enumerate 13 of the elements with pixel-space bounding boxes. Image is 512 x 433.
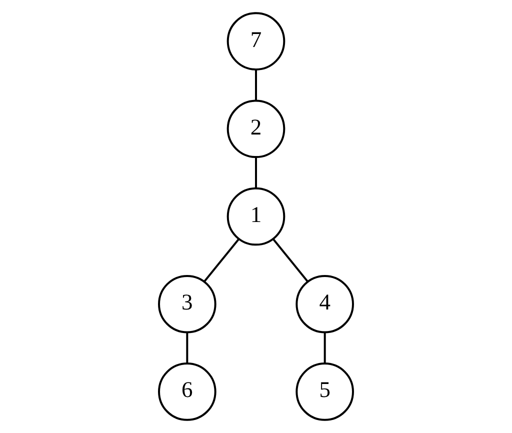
node-circle: 4 bbox=[296, 274, 354, 334]
connector bbox=[255, 157, 257, 188]
connector bbox=[186, 332, 188, 364]
node-circle: 7 bbox=[226, 12, 286, 70]
connector bbox=[204, 238, 240, 282]
node-circle: 5 bbox=[296, 362, 354, 421]
node-circle: 3 bbox=[158, 274, 216, 334]
connector bbox=[324, 332, 326, 364]
connector bbox=[255, 69, 257, 101]
node-circle: 6 bbox=[158, 362, 216, 421]
connector bbox=[272, 238, 308, 282]
node-circle: 1 bbox=[226, 187, 286, 246]
node-circle: 2 bbox=[226, 100, 286, 158]
